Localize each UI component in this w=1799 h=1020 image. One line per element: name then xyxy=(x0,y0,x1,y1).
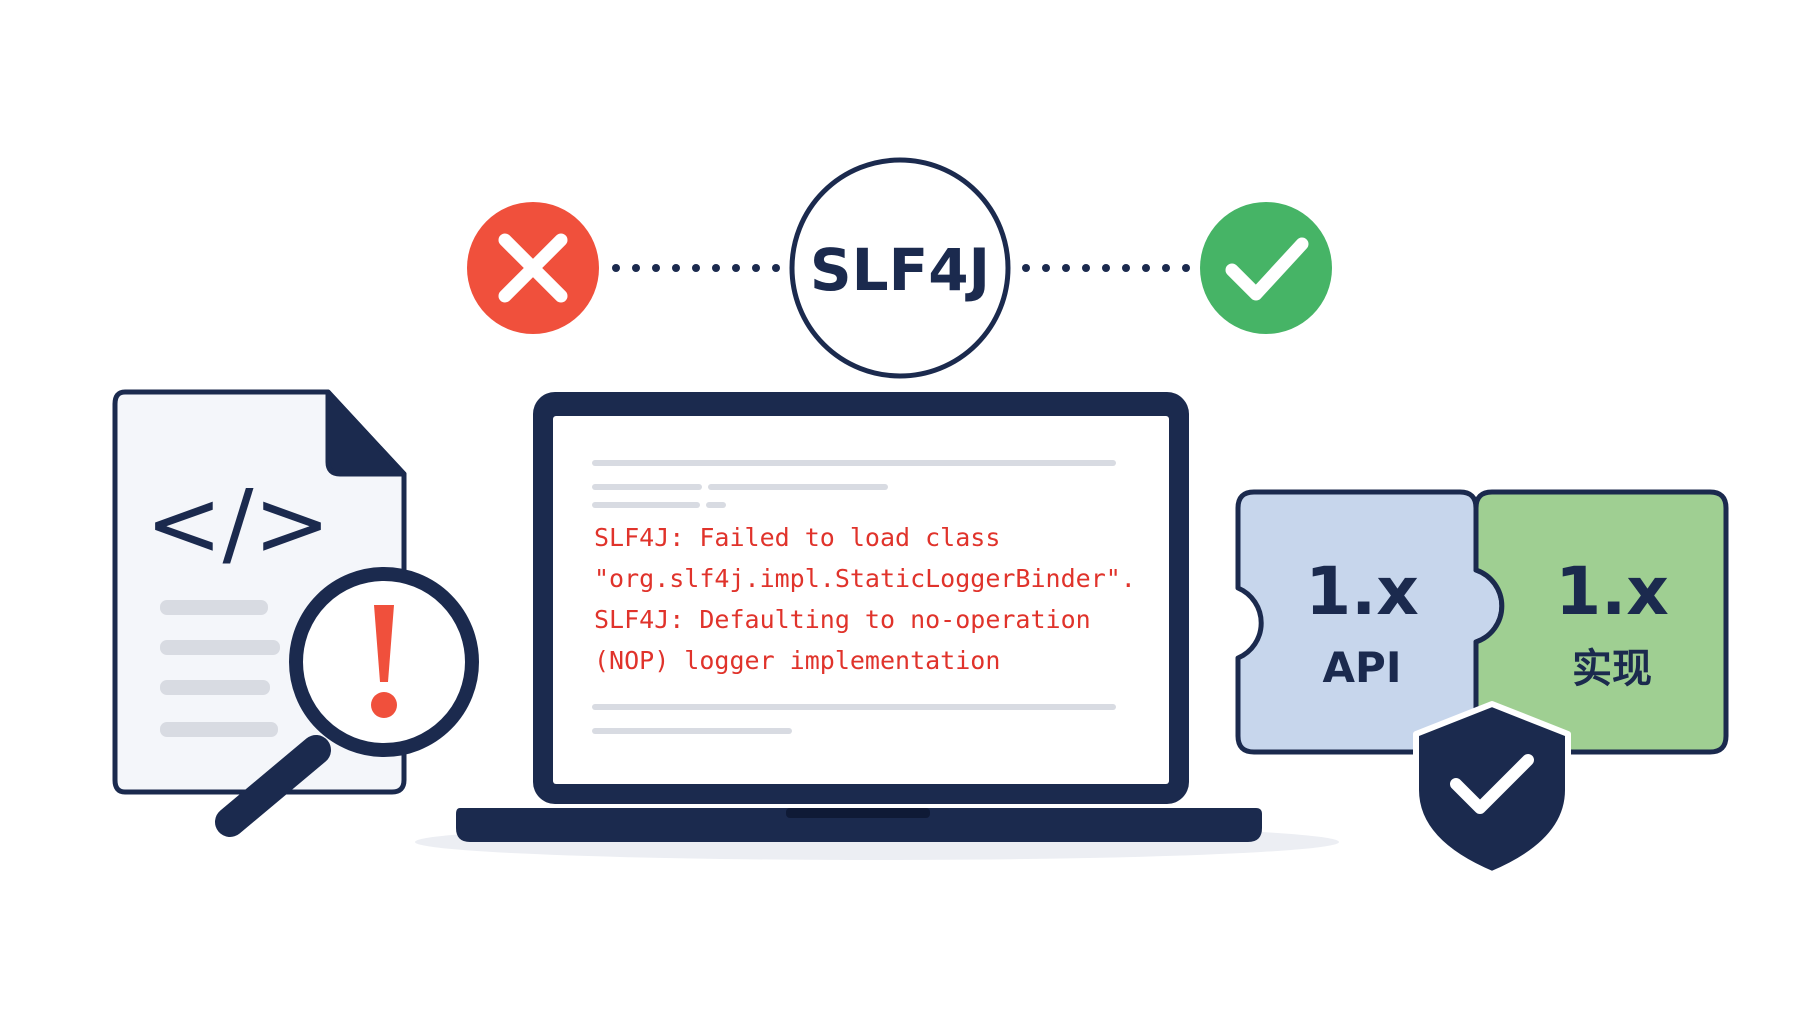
success-status-icon xyxy=(1200,202,1332,334)
code-symbol: </> xyxy=(145,470,330,577)
screen-line-1 xyxy=(592,460,1116,466)
shield-check-icon xyxy=(1413,701,1571,877)
alert-bar xyxy=(374,605,394,682)
check-icon xyxy=(1225,237,1309,301)
terminal-line-1: SLF4J: Failed to load class xyxy=(594,523,1000,552)
impl-label: 实现 xyxy=(1572,646,1652,692)
close-icon xyxy=(498,233,568,303)
doc-line-3 xyxy=(160,680,270,695)
screen-line-5 xyxy=(592,728,792,734)
laptop-base xyxy=(456,808,1262,842)
magnifier-alert-icon xyxy=(215,567,479,837)
screen-line-3b xyxy=(706,502,726,508)
doc-line-4 xyxy=(160,722,278,737)
doc-line-1 xyxy=(160,600,268,615)
screen-line-3a xyxy=(592,502,700,508)
slf4j-badge: SLF4J xyxy=(789,157,1011,379)
left-dotted-connector xyxy=(612,264,780,272)
terminal-line-2: "org.slf4j.impl.StaticLoggerBinder". xyxy=(594,564,1136,593)
magnifier-handle xyxy=(215,735,331,837)
laptop-icon: SLF4J: Failed to load class "org.slf4j.i… xyxy=(415,392,1339,860)
alert-dot xyxy=(371,692,397,718)
doc-line-2 xyxy=(160,640,280,655)
right-dotted-connector xyxy=(1022,264,1190,272)
screen-line-2a xyxy=(592,484,702,490)
api-version: 1.x xyxy=(1305,553,1419,630)
laptop-screen xyxy=(553,416,1169,784)
screen-line-2b xyxy=(708,484,888,490)
api-label: API xyxy=(1323,643,1402,692)
screen-line-4 xyxy=(592,704,1116,710)
terminal-line-4: (NOP) logger implementation xyxy=(594,646,1000,675)
slf4j-badge-label: SLF4J xyxy=(810,236,990,304)
error-status-icon xyxy=(467,202,599,334)
shield-check-mark xyxy=(1450,754,1534,814)
laptop-notch xyxy=(786,808,930,818)
impl-version: 1.x xyxy=(1555,553,1669,630)
document-fold xyxy=(325,389,407,477)
terminal-error-output: SLF4J: Failed to load class "org.slf4j.i… xyxy=(594,523,1136,675)
terminal-line-3: SLF4J: Defaulting to no-operation xyxy=(594,605,1091,634)
